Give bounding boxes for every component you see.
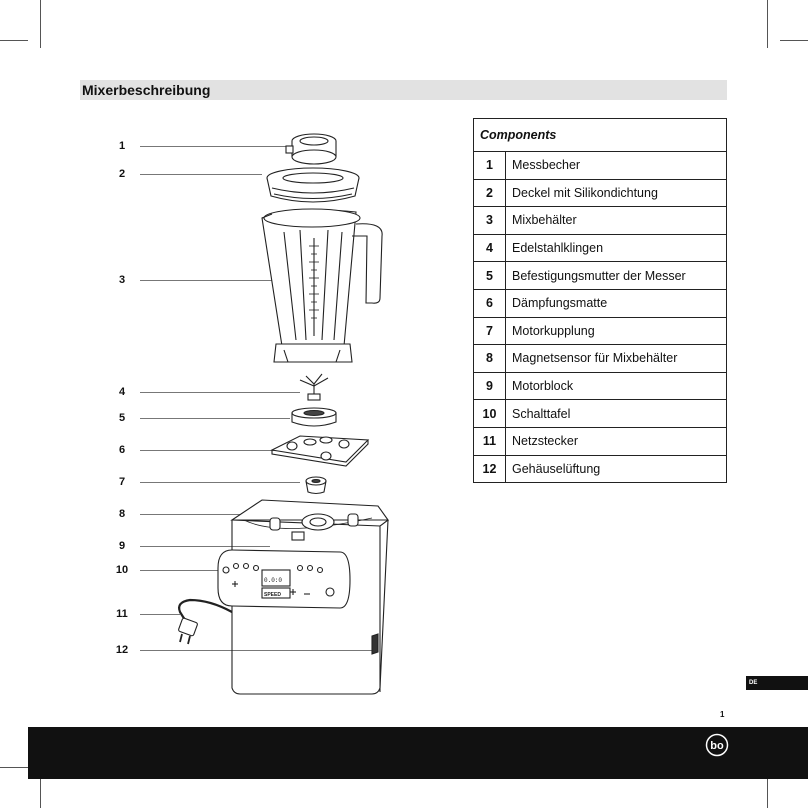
lid: [266, 167, 360, 203]
leader-line: [140, 650, 372, 651]
row-label: Mixbehälter: [505, 206, 727, 235]
damping-mat: [270, 435, 370, 467]
panel-display-text: 0.0:0: [264, 577, 282, 584]
leader-line: [140, 146, 290, 147]
row-label: Magnetsensor für Mixbehälter: [505, 344, 727, 373]
table-header: Components: [473, 118, 727, 152]
row-number: 3: [473, 206, 506, 235]
callout-6: 6: [118, 444, 126, 456]
row-number: 5: [473, 261, 506, 290]
row-label: Befestigungsmutter der Messer: [505, 261, 727, 290]
callout-7: 7: [118, 476, 126, 488]
crop-mark: [40, 760, 41, 808]
row-number: 1: [473, 151, 506, 180]
leader-line: [140, 614, 180, 615]
callout-9: 9: [118, 540, 126, 552]
row-number: 6: [473, 288, 506, 318]
row-label: Motorblock: [505, 371, 727, 401]
leader-line: [140, 450, 276, 451]
power-plug-illustration: [178, 598, 233, 645]
leader-line: [140, 392, 300, 393]
row-number: 12: [473, 454, 506, 484]
row-label: Netzstecker: [505, 426, 727, 456]
leader-line: [140, 418, 290, 419]
row-label: Messbecher: [505, 151, 727, 180]
footer-bar: [28, 727, 808, 779]
motor-base: [230, 499, 390, 695]
row-number: 7: [473, 316, 506, 346]
callout-11: 11: [116, 608, 128, 620]
leader-line: [140, 280, 272, 281]
crop-mark: [780, 40, 808, 41]
row-label: Gehäuselüftung: [505, 454, 727, 484]
callout-12: 12: [115, 644, 129, 656]
callout-5: 5: [118, 412, 126, 424]
section-title: Mixerbeschreibung: [80, 80, 727, 100]
crop-mark: [767, 0, 768, 48]
leader-line: [140, 570, 218, 571]
row-number: 8: [473, 344, 506, 373]
callout-3: 3: [118, 274, 126, 286]
crop-mark: [767, 760, 768, 808]
measuring-cup: [285, 133, 337, 165]
row-label: Schalttafel: [505, 399, 727, 428]
callout-2: 2: [118, 168, 126, 180]
callout-4: 4: [118, 386, 126, 398]
row-number: 4: [473, 233, 506, 263]
crop-mark: [0, 767, 28, 768]
leader-line: [140, 546, 270, 547]
leader-line: [140, 514, 300, 515]
brand-logo-icon: bo: [705, 733, 729, 757]
crop-mark: [40, 0, 41, 48]
row-number: 11: [473, 426, 506, 456]
row-number: 9: [473, 371, 506, 401]
panel-speed-text: SPEED: [264, 592, 281, 598]
callout-1: 1: [118, 140, 126, 152]
row-number: 10: [473, 399, 506, 428]
row-label: Motorkupplung: [505, 316, 727, 346]
callout-10: 10: [115, 564, 129, 576]
svg-text:bo: bo: [710, 740, 724, 752]
row-label: Dämpfungsmatte: [505, 288, 727, 318]
callout-8: 8: [118, 508, 126, 520]
row-label: Edelstahlklingen: [505, 233, 727, 263]
page-number: 1: [720, 710, 725, 719]
blade-nut: [291, 407, 337, 427]
jar: [261, 208, 383, 363]
leader-line: [140, 174, 262, 175]
control-panel-illustration: [217, 549, 351, 609]
language-tab: DE: [746, 676, 808, 690]
crop-mark: [0, 40, 28, 41]
motor-coupling: [305, 476, 327, 495]
leader-line: [140, 482, 300, 483]
row-number: 2: [473, 178, 506, 208]
blades: [299, 373, 329, 401]
row-label: Deckel mit Silikondichtung: [505, 178, 727, 208]
